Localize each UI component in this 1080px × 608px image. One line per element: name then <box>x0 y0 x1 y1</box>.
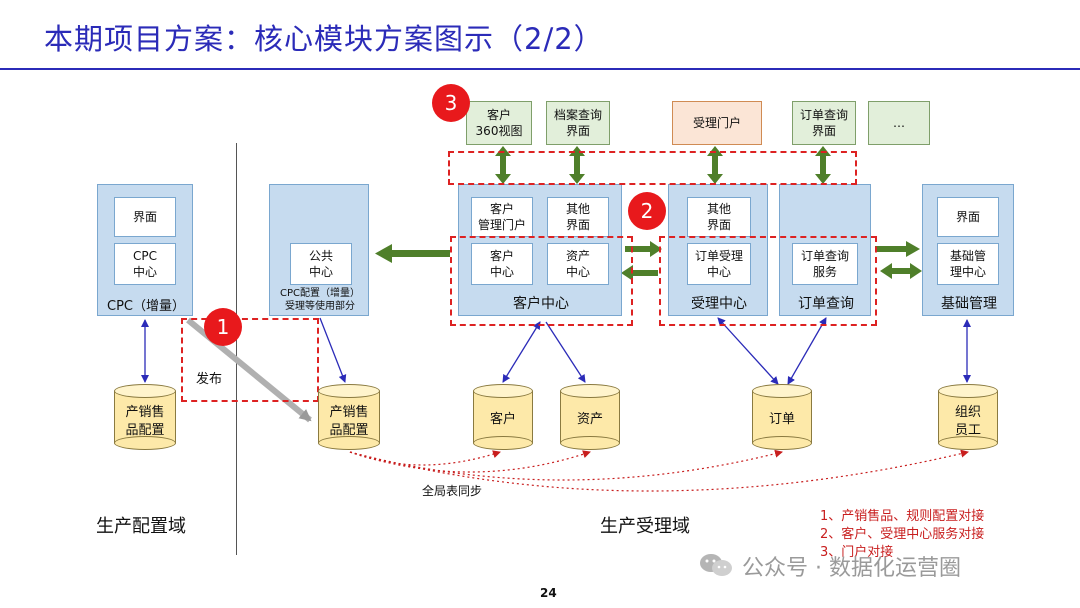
db-product-config-right-label: 产销售 品配置 <box>329 405 369 438</box>
note-1: 1、产销售品、规则配置对接 <box>820 509 985 524</box>
basic-label: 基础管理 <box>941 296 997 312</box>
portal-more: … <box>868 101 930 145</box>
acceptance-other-ui: 其他 界面 <box>687 197 751 237</box>
link-common-db <box>319 317 347 383</box>
db-product-config-left-label: 产销售 品配置 <box>125 405 165 438</box>
db-order-label: 订单 <box>768 412 795 427</box>
db-customer: 客户 <box>473 384 533 450</box>
module-acceptance: 其他 界面 订单受理 中心 受理中心 <box>668 184 768 316</box>
db-asset-label: 资产 <box>576 412 603 427</box>
green-arrow-customer-acceptance <box>621 241 662 281</box>
order-query-label: 订单查询 <box>798 296 854 312</box>
page-number: 24 <box>540 586 557 600</box>
db-product-config-left: 产销售 品配置 <box>114 384 176 450</box>
badge-1: 1 <box>204 308 242 346</box>
db-order: 订单 <box>752 384 812 450</box>
customer-other-ui: 其他 界面 <box>547 197 609 237</box>
basic-center: 基础管 理中心 <box>937 243 999 285</box>
cpc-ui: 界面 <box>114 197 176 237</box>
highlight-publish <box>181 318 319 402</box>
db-org-staff: 组织 员工 <box>938 384 998 450</box>
acceptance-order-center: 订单受理 中心 <box>687 243 751 285</box>
customer-portal: 客户 管理门户 <box>471 197 533 237</box>
basic-ui: 界面 <box>937 197 999 237</box>
badge-3: 3 <box>432 84 470 122</box>
global-sync-label: 全局表同步 <box>422 484 483 498</box>
note-3: 3、门户对接 <box>820 545 894 560</box>
acceptance-label: 受理中心 <box>691 296 747 312</box>
link-customer-db <box>502 321 541 383</box>
link-acceptance-db <box>717 317 779 385</box>
customer-asset-center: 资产 中心 <box>547 243 609 285</box>
note-2: 2、客户、受理中心服务对接 <box>820 527 985 542</box>
customer-label: 客户中心 <box>513 296 569 312</box>
portal-customer-360: 客户 360视图 <box>466 101 532 145</box>
common-label: CPC配置（增量） 受理等使用部分 <box>280 288 360 312</box>
db-product-config-right: 产销售 品配置 <box>318 384 380 450</box>
module-basic: 界面 基础管 理中心 基础管理 <box>922 184 1014 316</box>
domain-left-label: 生产配置域 <box>96 516 186 537</box>
db-asset: 资产 <box>560 384 620 450</box>
customer-cust-center: 客户 中心 <box>471 243 533 285</box>
green-arrow-common-customer <box>375 244 450 263</box>
common-center: 公共 中心 <box>290 243 352 285</box>
module-order-query: 订单查询 服务 订单查询 <box>779 184 871 316</box>
highlight-acceptance-services <box>659 236 877 326</box>
publish-label: 发布 <box>196 372 223 387</box>
domain-right-label: 生产受理域 <box>600 516 690 537</box>
portal-archive-query: 档案查询 界面 <box>546 101 610 145</box>
db-customer-label: 客户 <box>489 412 516 427</box>
order-query-service: 订单查询 服务 <box>792 243 858 285</box>
title-rule <box>0 68 1080 70</box>
link-asset-db <box>545 321 586 383</box>
module-common: 公共 中心 CPC配置（增量） 受理等使用部分 <box>269 184 369 316</box>
portal-acceptance: 受理门户 <box>672 101 762 145</box>
module-cpc: 界面 CPC 中心 CPC（增量） <box>97 184 193 316</box>
badge-2: 2 <box>628 192 666 230</box>
green-arrow-order-basic <box>875 241 922 279</box>
module-arrows <box>375 241 922 281</box>
watermark-text: 公众号 · 数据化运营圈 <box>742 556 961 581</box>
cpc-label: CPC（增量） <box>107 299 185 314</box>
highlight-customer-services <box>450 236 633 326</box>
portal-order-query: 订单查询 界面 <box>792 101 856 145</box>
module-customer: 客户 管理门户 其他 界面 客户 中心 资产 中心 客户中心 <box>458 184 622 316</box>
cpc-center: CPC 中心 <box>114 243 176 285</box>
link-orderquery-db <box>787 317 827 385</box>
db-org-staff-label: 组织 员工 <box>954 405 981 438</box>
highlight-portals <box>448 151 857 185</box>
wechat-icon <box>698 552 734 578</box>
domain-divider <box>236 143 237 555</box>
global-sync-lines <box>349 449 969 492</box>
page-title: 本期项目方案：核心模块方案图示（2/2） <box>44 22 604 56</box>
